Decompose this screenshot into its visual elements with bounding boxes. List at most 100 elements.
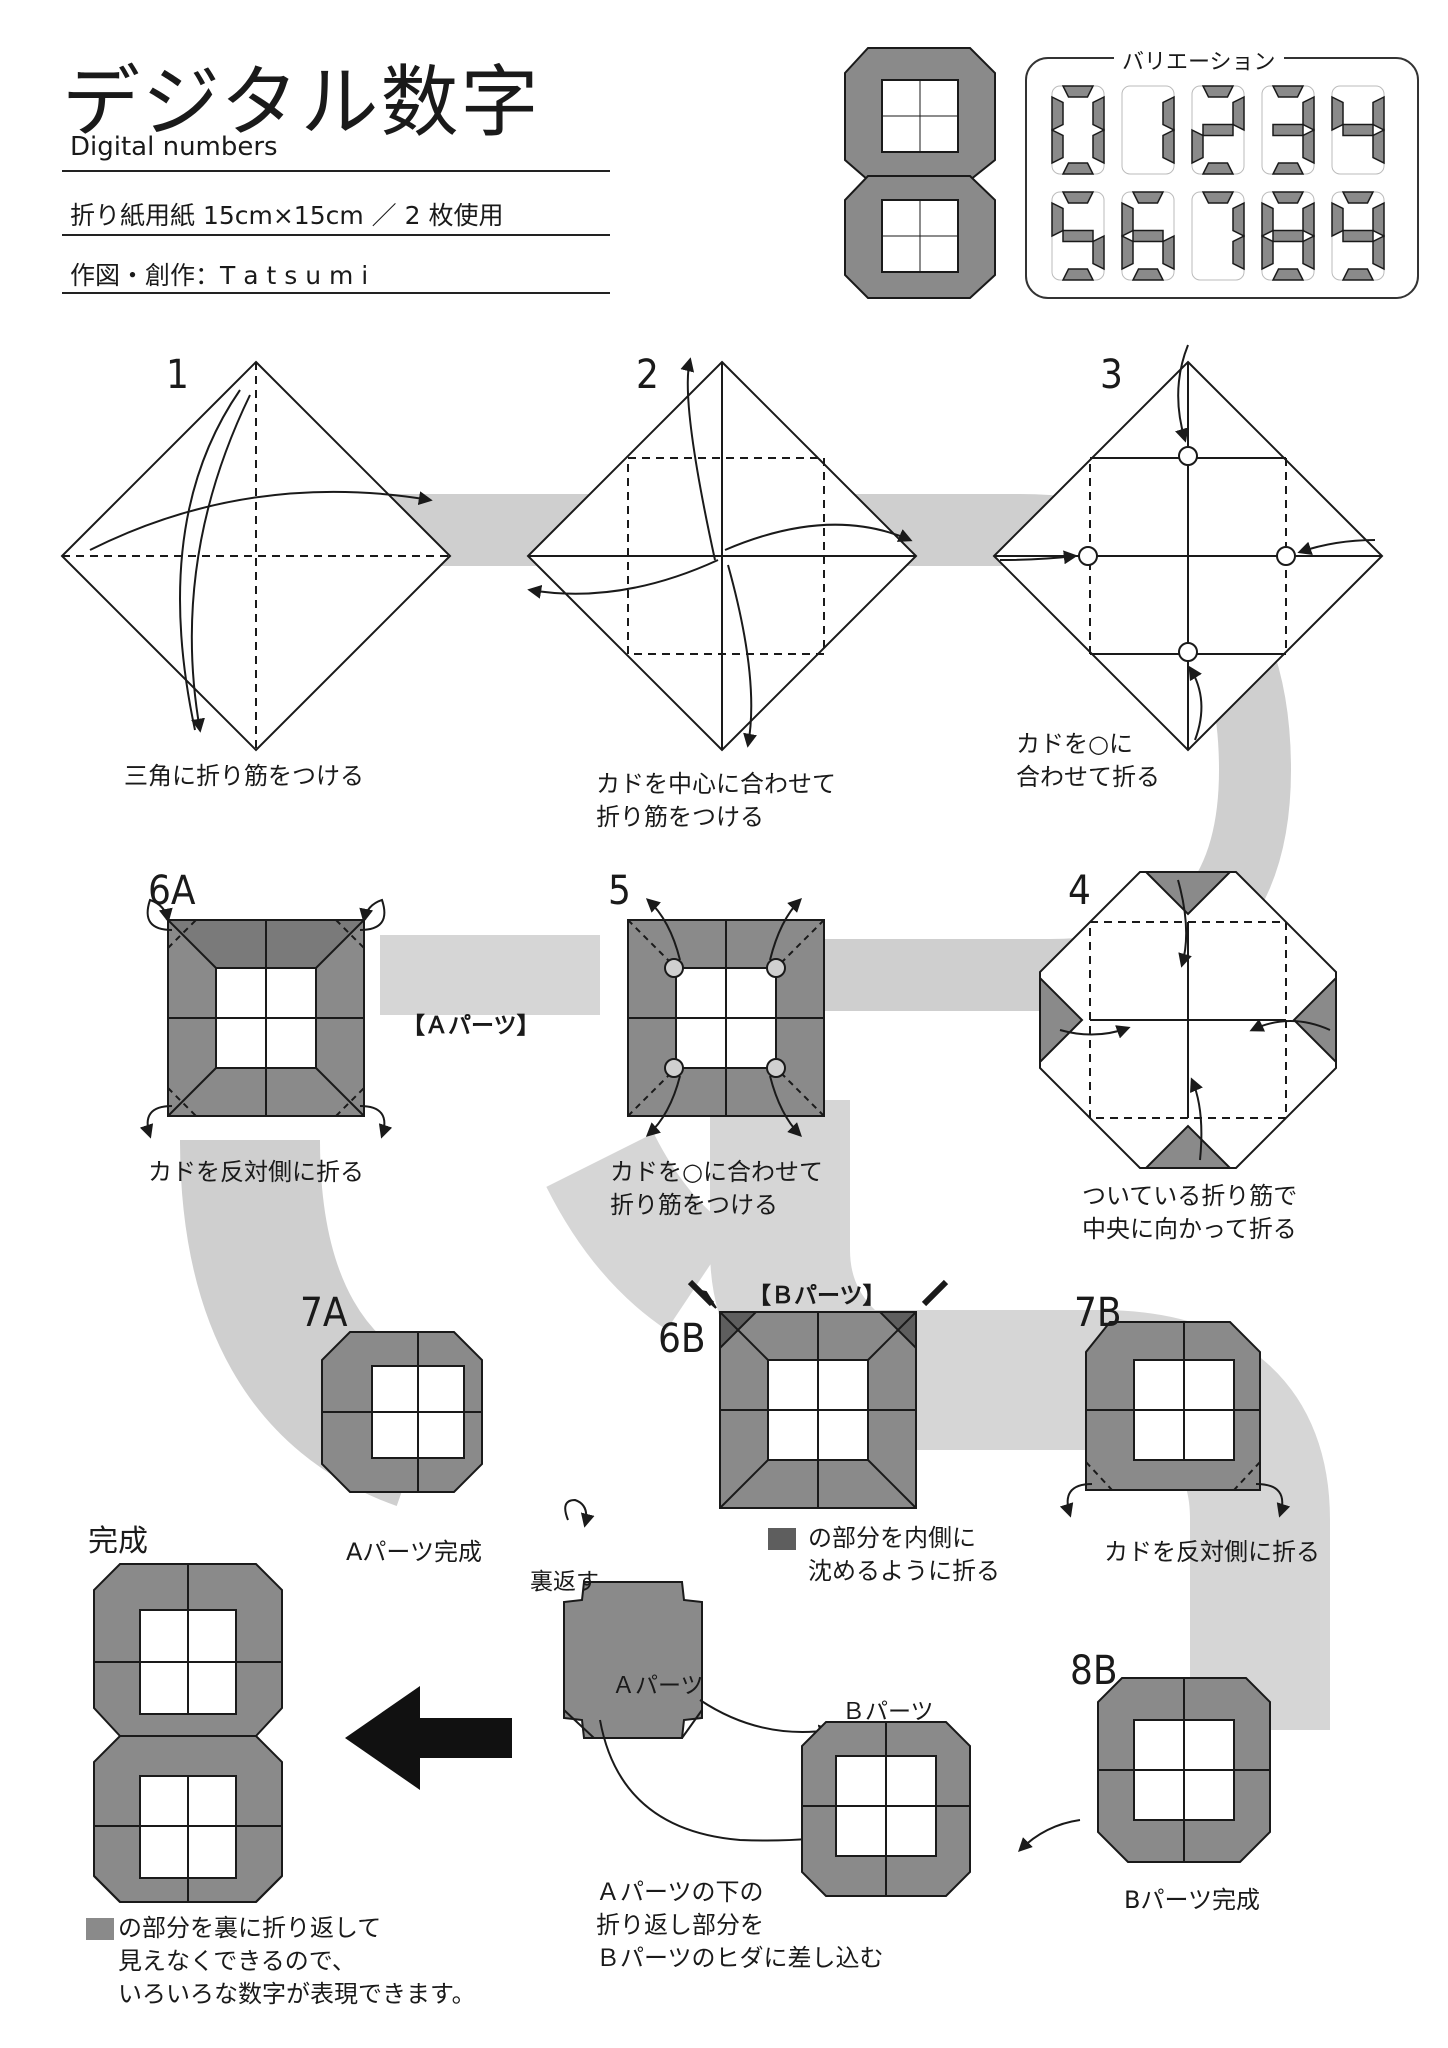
variation-label: バリエーション [1114, 44, 1284, 76]
step-number-5: 5 [608, 868, 631, 914]
a-part-bracket-label: 【Ａパーツ】 [402, 1013, 540, 1039]
digit-segment [1232, 95, 1245, 132]
digit-segment [1092, 128, 1105, 165]
digit-segment [1261, 234, 1274, 271]
digit-segment [1051, 201, 1064, 238]
digit-segment [1372, 128, 1385, 165]
digit-segment [1302, 234, 1315, 271]
digit-segment [1061, 85, 1095, 98]
logo-digit-eight [844, 47, 996, 299]
variation-digit-3 [1261, 85, 1315, 175]
digit-segment [1162, 234, 1175, 271]
digit-segment [1051, 95, 1064, 132]
step-7a-diagram [321, 1331, 483, 1493]
digit-segment [1121, 201, 1134, 238]
b-part-bracket-label: 【Ｂパーツ】 [748, 1283, 886, 1309]
step-caption-5: カドを○に合わせて 折り筋をつける [610, 1158, 823, 1219]
digit-segment [1372, 234, 1385, 271]
digit-segment [1191, 128, 1204, 165]
digit-segment [1342, 229, 1374, 243]
step-number-2: 2 [636, 352, 659, 398]
a-part-label: Ａパーツ [612, 1673, 704, 1699]
b-part-label: Ｂパーツ [842, 1699, 934, 1725]
variation-digit-6 [1121, 191, 1175, 281]
digit-segment [1341, 191, 1375, 204]
header-rules [62, 170, 610, 294]
step-1-diagram [60, 360, 452, 752]
digit-segment [1162, 95, 1175, 132]
page-subtitle: Digital numbers [70, 132, 278, 162]
step-caption-7a: Aパーツ完成 [346, 1538, 482, 1566]
variation-digit-4 [1331, 85, 1385, 175]
paper-info: 折り紙用紙 15cm×15cm ／ 2 枚使用 [70, 201, 504, 230]
digit-segment [1092, 234, 1105, 271]
digit-segment [1271, 191, 1305, 204]
step-number-4: 4 [1068, 868, 1091, 914]
digit-segment [1092, 95, 1105, 132]
step-caption-3: カドを○に 合わせて折る [1016, 730, 1160, 791]
step-caption-4: ついている折り筋で 中央に向かって折る [1082, 1182, 1298, 1243]
variation-digit-0 [1051, 85, 1105, 175]
digit-segment [1271, 268, 1305, 281]
step-number-6b: 6B [658, 1316, 706, 1362]
digit-segment [1341, 268, 1375, 281]
digit-segment [1372, 95, 1385, 132]
step-number-7b: 7B [1074, 1290, 1122, 1336]
digit-segment [1342, 123, 1374, 137]
variation-digit-5 [1051, 191, 1105, 281]
digit-segment [1302, 95, 1315, 132]
digit-segment [1131, 191, 1165, 204]
digit-segment [1302, 128, 1315, 165]
step-number-1: 1 [166, 352, 189, 398]
digit-segment [1202, 123, 1234, 137]
step-caption-6a: カドを反対側に折る [148, 1158, 364, 1186]
final-title: 完成 [88, 1524, 148, 1559]
digit-segment [1232, 234, 1245, 271]
variation-digit-9 [1331, 191, 1385, 281]
digit-segment [1372, 201, 1385, 238]
step-caption-7b: カドを反対側に折る [1104, 1538, 1320, 1566]
variation-digit-1 [1121, 85, 1175, 175]
page-title: デジタル数字 [62, 58, 541, 148]
step-5-diagram [627, 898, 825, 1137]
step-number-3: 3 [1100, 352, 1123, 398]
step-number-7a: 7A [300, 1290, 348, 1336]
digit-segment [1302, 201, 1315, 238]
digit-segment [1271, 85, 1305, 98]
digit-segment [1201, 191, 1235, 204]
variation-digit-7 [1191, 191, 1245, 281]
step-6a-diagram [139, 898, 393, 1139]
digit-segment [1201, 162, 1235, 175]
digit-segment [1331, 95, 1344, 132]
step-number-8b: 8B [1070, 1648, 1118, 1694]
final-caption: の部分を裏に折り返して 見えなくできるので、 いろいろな数字が表現できます。 [118, 1914, 476, 2008]
step-4-diagram [1039, 871, 1337, 1169]
digit-segment [1051, 128, 1064, 165]
step-number-6a: 6A [148, 868, 196, 914]
digit-segment [1272, 229, 1304, 243]
b-part-diagram [801, 1721, 971, 1897]
digit-segment [1132, 229, 1164, 243]
step-caption-2: カドを中心に合わせて 折り筋をつける [596, 770, 836, 831]
final-digit-eight [93, 1563, 283, 1903]
step-8b-diagram [1018, 1677, 1271, 1863]
digit-segment [1162, 128, 1175, 165]
digit-segment [1271, 162, 1305, 175]
step-7b-diagram [1059, 1321, 1291, 1518]
legend-swatch-final [86, 1918, 114, 1940]
step-2-diagram [526, 357, 918, 752]
digit-segment [1272, 123, 1304, 137]
digit-segment [1131, 268, 1165, 281]
digit-segment [1121, 234, 1134, 271]
digit-segment [1061, 191, 1095, 204]
variation-digit-2 [1191, 85, 1245, 175]
legend-swatch-6b [768, 1528, 796, 1550]
result-arrow-icon [345, 1686, 512, 1790]
digit-segment [1201, 85, 1235, 98]
insert-caption: Ａパーツの下の 折り返し部分を Ｂパーツのヒダに差し込む [596, 1878, 884, 1972]
digit-segment [1061, 268, 1095, 281]
digit-segment [1261, 201, 1274, 238]
step-caption-1: 三角に折り筋をつける [124, 762, 364, 790]
flip-label: 裏返す [530, 1569, 599, 1595]
